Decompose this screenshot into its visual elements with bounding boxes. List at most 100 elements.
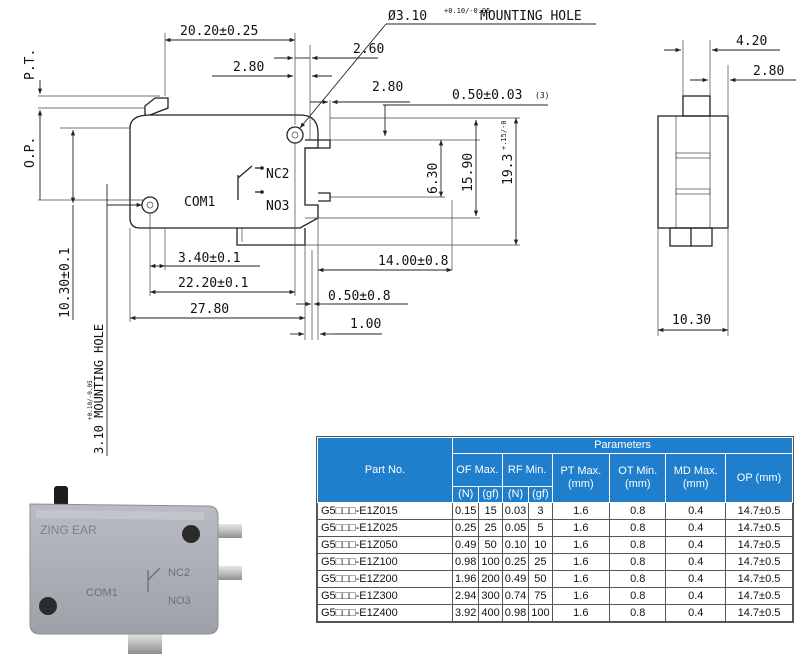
cell-md: 0.4: [665, 604, 726, 622]
label-com: COM1: [184, 195, 215, 210]
dim-15-90: 15.90: [461, 153, 476, 192]
cell-part: G5□□□-E1Z025: [317, 519, 453, 537]
dim-mount-hole-top: Ø3.10: [388, 9, 427, 24]
photo-mounting-hole-top: [182, 525, 200, 543]
cell-of-gf: 300: [478, 587, 503, 605]
header-parameters: Parameters: [452, 437, 793, 454]
photo-brand: ZING EAR: [40, 523, 97, 537]
cell-rf-n: 0.05: [501, 519, 530, 537]
cell-op: 14.7±0.5: [725, 536, 793, 554]
cell-of-gf: 200: [478, 570, 503, 588]
cell-part: G5□□□-E1Z015: [317, 502, 453, 520]
cell-rf-gf: 3: [528, 502, 553, 520]
cell-rf-n: 0.98: [501, 604, 530, 622]
cell-ot: 0.8: [609, 587, 667, 605]
cell-pt: 1.6: [551, 502, 611, 520]
cell-of-n: 2.94: [451, 587, 480, 605]
dim-ref-3: (3): [535, 91, 549, 100]
terminal-com-photo: [128, 632, 162, 654]
header-of-gf: (gf): [478, 486, 503, 503]
switch-side-view: 4.20 2.80 10.30: [657, 34, 796, 336]
header-part-no: Part No.: [317, 437, 453, 503]
dim-27-80: 27.80: [190, 302, 229, 317]
dim-10-30-v: 10.30±0.1: [58, 248, 73, 318]
cell-of-gf: 25: [478, 519, 503, 537]
header-op: OP (mm): [725, 453, 793, 503]
front-dimensions: Ø3.10 +0.10/-0.05 MOUNTING HOLE 20.20±0.…: [23, 7, 596, 456]
cell-rf-n: 0.10: [501, 536, 530, 554]
switch-front-view: NC2 NO3 COM1: [129, 97, 331, 246]
dim-mount-hole-label: MOUNTING HOLE: [480, 9, 582, 24]
cell-of-gf: 400: [478, 604, 503, 622]
cell-pt: 1.6: [551, 536, 611, 554]
cell-ot: 0.8: [609, 604, 667, 622]
product-photo: ZING EAR NC2 NO3 COM1: [29, 486, 242, 654]
cell-rf-gf: 75: [528, 587, 553, 605]
cell-rf-gf: 5: [528, 519, 553, 537]
dim-14-00: 14.00±0.8: [378, 254, 448, 269]
top-mounting-hole: [286, 126, 304, 144]
dim-side-mount-hole: 3.10 MOUNTING HOLE: [92, 324, 106, 454]
dim-2-80-c: 2.80: [753, 64, 784, 79]
cell-rf-n: 0.49: [501, 570, 530, 588]
dim-0-50-08: 0.50±0.8: [328, 289, 391, 304]
dim-side-mount-tol: +0.10/-0.05: [87, 380, 94, 420]
header-rf-n: (N): [501, 486, 530, 503]
cell-op: 14.7±0.5: [725, 502, 793, 520]
photo-com: COM1: [86, 587, 118, 599]
terminal-nc: [305, 139, 331, 149]
cell-part: G5□□□-E1Z100: [317, 553, 453, 571]
dim-2-80-a: 2.80: [233, 60, 264, 75]
terminal-nc-photo: [212, 524, 242, 538]
cell-op: 14.7±0.5: [725, 570, 793, 588]
cell-of-gf: 100: [478, 553, 503, 571]
cell-ot: 0.8: [609, 536, 667, 554]
cell-pt: 1.6: [551, 604, 611, 622]
cell-md: 0.4: [665, 570, 726, 588]
dim-mount-hole-tol: +0.10/-0.05: [444, 7, 490, 15]
label-nc: NC2: [266, 167, 289, 182]
dim-4-20: 4.20: [736, 34, 767, 49]
header-of-n: (N): [451, 486, 480, 503]
cell-pt: 1.6: [551, 570, 611, 588]
dim-19-3-tol: +.15/-0: [500, 120, 508, 150]
cell-of-n: 0.49: [451, 536, 480, 554]
terminal-no: [318, 192, 331, 202]
cell-of-n: 3.92: [451, 604, 480, 622]
header-of: OF Max.: [452, 453, 503, 487]
cell-ot: 0.8: [609, 553, 667, 571]
photo-mounting-hole-side: [39, 597, 57, 615]
side-mounting-hole: [141, 196, 159, 214]
cell-rf-gf: 100: [528, 604, 553, 622]
dim-2-80-b: 2.80: [372, 80, 403, 95]
dim-20-20: 20.20±0.25: [180, 24, 258, 39]
terminal-no-photo: [212, 566, 242, 580]
photo-nc: NC2: [168, 567, 190, 579]
cell-rf-gf: 50: [528, 570, 553, 588]
cell-part: G5□□□-E1Z200: [317, 570, 453, 588]
cell-ot: 0.8: [609, 519, 667, 537]
cell-op: 14.7±0.5: [725, 519, 793, 537]
cell-rf-n: 0.74: [501, 587, 530, 605]
photo-no: NO3: [168, 595, 191, 607]
cell-rf-n: 0.25: [501, 553, 530, 571]
label-no: NO3: [266, 199, 289, 214]
cell-rf-gf: 10: [528, 536, 553, 554]
header-pt: PT Max. (mm): [551, 453, 611, 503]
cell-of-n: 0.25: [451, 519, 480, 537]
cell-rf-n: 0.03: [501, 502, 530, 520]
cell-pt: 1.6: [551, 519, 611, 537]
cell-part: G5□□□-E1Z300: [317, 587, 453, 605]
cell-md: 0.4: [665, 519, 726, 537]
dim-0-50-003: 0.50±0.03: [452, 88, 522, 103]
dim-10-30: 10.30: [672, 313, 711, 328]
header-ot: OT Min. (mm): [609, 453, 667, 503]
cell-of-gf: 15: [478, 502, 503, 520]
dim-6-30: 6.30: [426, 163, 441, 194]
dim-2-60: 2.60: [353, 42, 384, 57]
